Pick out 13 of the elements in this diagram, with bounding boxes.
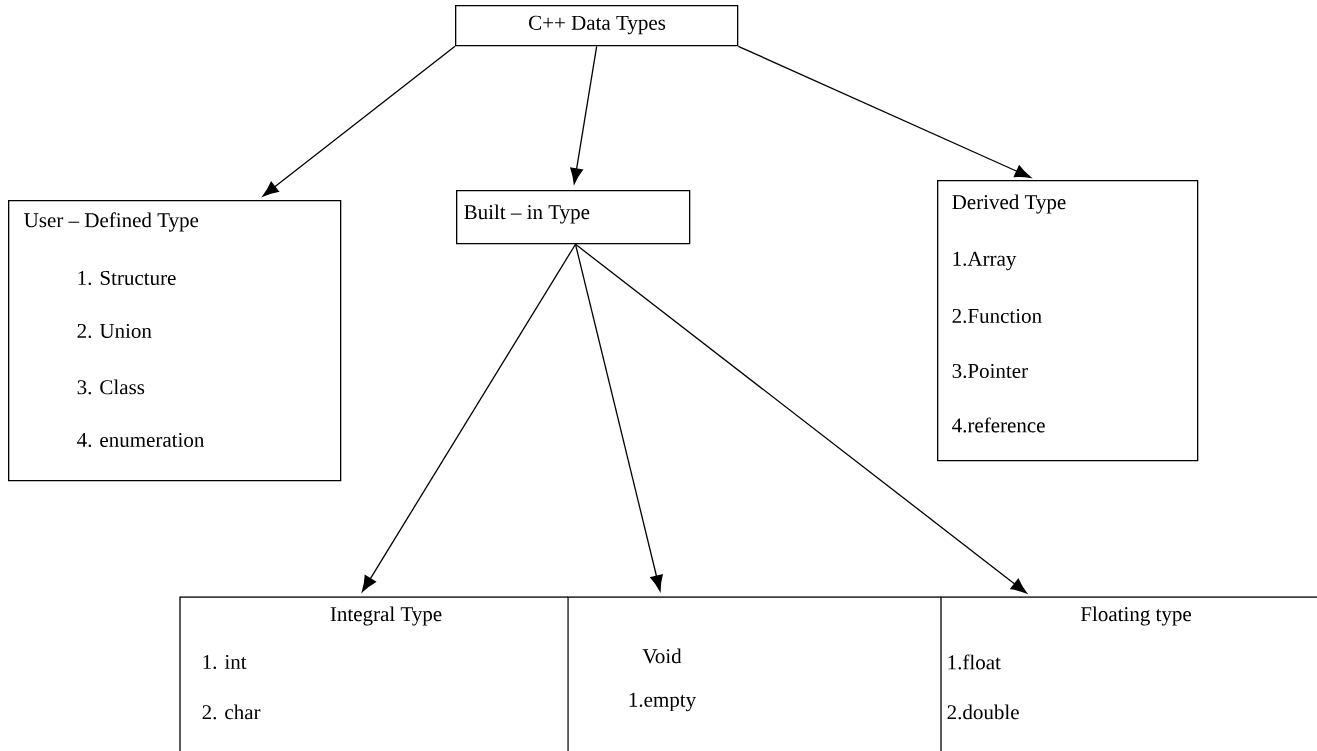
arrow [361, 243, 577, 592]
arrow [574, 243, 663, 592]
arrow [570, 45, 598, 185]
type-box: User – Defined Type 1. Structure 2. Union 3. Class 4. enumeration [8, 200, 342, 482]
arrow [574, 243, 1027, 594]
type-box: Built – in Type [456, 190, 691, 245]
table-cell: Void 1.empty [567, 596, 942, 751]
arrow [737, 45, 1031, 178]
table-cell: Floating type 1.float 2.double [940, 596, 1317, 751]
arrow [262, 45, 456, 197]
type-box: C++ Data Types [455, 4, 739, 47]
table-cell: Integral Type 1. int 2. char [179, 596, 569, 751]
type-box: Derived Type 1.Array 2.Function 3.Pointer 4.reference [937, 180, 1199, 462]
